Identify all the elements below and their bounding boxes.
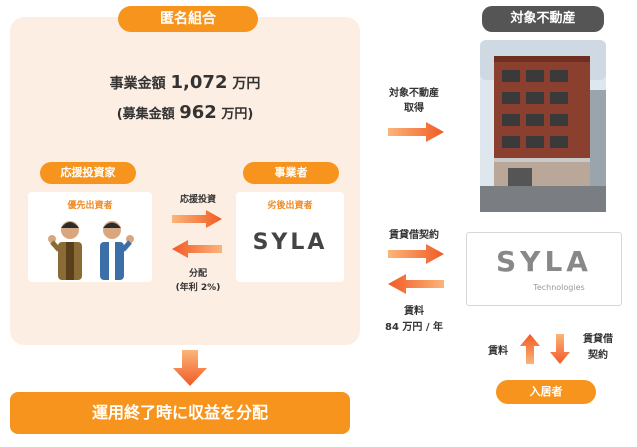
- investors-title: 応援投資家: [40, 162, 136, 184]
- operator-subtitle: 劣後出資者: [267, 201, 313, 211]
- tenant-up-arrow-icon: [520, 334, 540, 364]
- property-title: 対象不動産: [482, 6, 604, 32]
- investor-figures-image: [48, 221, 134, 280]
- anonymous-partnership-title: 匿名組合: [118, 6, 258, 32]
- tenant-title: 入居者: [496, 380, 596, 404]
- raise-suffix: 万円): [221, 107, 254, 122]
- investors-card: 優先出資者: [28, 192, 152, 282]
- investors-subtitle: 優先出資者: [67, 201, 113, 211]
- tenant-contract-line2: 契約: [588, 350, 608, 361]
- tenant-down-arrow-icon: [550, 334, 570, 364]
- syla-technologies-logo: SYLA: [496, 245, 592, 278]
- raise-prefix: (募集金額: [116, 107, 175, 122]
- raise-value: 962: [179, 102, 217, 123]
- tenant-rent-label: 賃料: [488, 346, 508, 357]
- building-photo: [480, 40, 606, 212]
- project-amount-label: 事業金額: [109, 76, 166, 92]
- syla-logo: SYLA: [252, 230, 328, 255]
- project-amount-unit: 万円: [232, 76, 261, 92]
- operator-title: 事業者: [243, 162, 339, 184]
- acquire-label-line2: 取得: [404, 103, 424, 114]
- rent-amount: 84 万円 / 年: [384, 322, 443, 333]
- down-arrow-icon: [173, 350, 207, 386]
- acquire-label-line1: 対象不動産: [389, 88, 439, 99]
- dividend-rate: (年利 2%): [175, 283, 221, 293]
- project-amount-value: 1,072: [170, 72, 228, 93]
- lease-contract-label: 賃貸借契約: [389, 230, 439, 241]
- acquire-arrow-right-icon: [388, 122, 444, 142]
- project-amount-line: 事業金額 1,072 万円: [10, 72, 360, 93]
- lease-arrow-right-icon: [388, 244, 444, 264]
- syla-technologies-box: SYLA Technologies: [466, 232, 622, 306]
- dividend-arrow-left-icon: [172, 240, 222, 258]
- operator-card: 劣後出資者 SYLA: [236, 192, 344, 282]
- tenant-contract-line1: 賃貸借: [583, 334, 613, 345]
- dividend-label: 分配: [188, 269, 207, 279]
- rent-label: 賃料: [404, 306, 424, 317]
- result-bar: 運用終了時に収益を分配: [10, 392, 350, 434]
- raise-amount-line: (募集金額 962 万円): [10, 102, 360, 123]
- invest-label: 応援投資: [179, 195, 216, 205]
- syla-technologies-sub: Technologies: [533, 283, 585, 292]
- invest-arrow-right-icon: [172, 210, 222, 228]
- rent-arrow-left-icon: [388, 274, 444, 294]
